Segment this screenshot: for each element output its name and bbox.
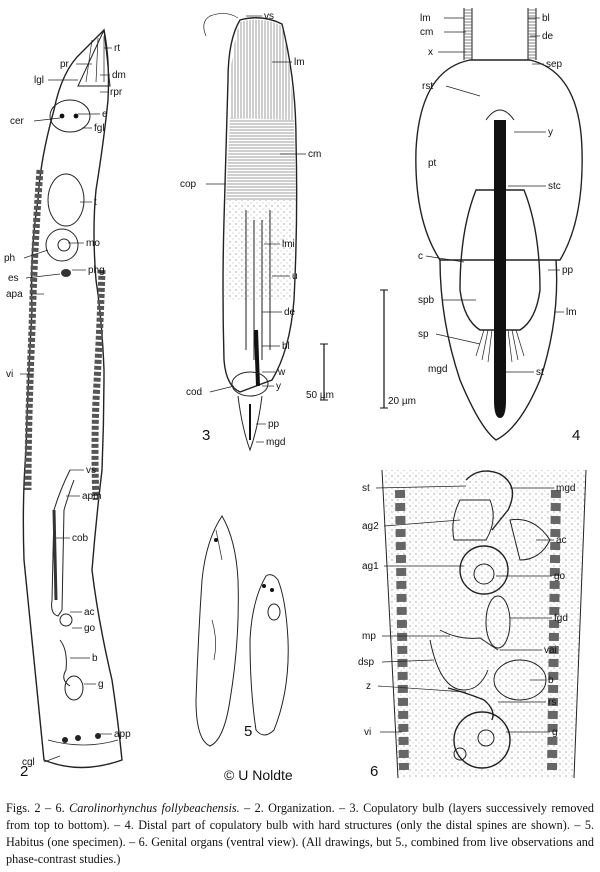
fig4-number: 4: [572, 427, 580, 444]
label-z: z: [366, 681, 371, 692]
fig6-number: 6: [370, 763, 378, 780]
fig3-scale-label: 50 µm: [306, 390, 334, 401]
label-es: es: [8, 273, 19, 284]
label-g: g: [552, 727, 558, 738]
label-mgd: mgd: [266, 437, 285, 448]
caption-text: – 2. Organization. – 3. Copulatory bulb …: [6, 801, 595, 866]
label-bl: bl: [542, 13, 550, 24]
fig4-labels: lm bl cm de x sep rst y pt stc c pp spb …: [380, 13, 580, 444]
label-rs: rs: [548, 697, 556, 708]
label-de: de: [542, 31, 554, 42]
label-mo: mo: [86, 238, 100, 249]
label-vi: vi: [364, 727, 371, 738]
label-mgd: mgd: [556, 483, 575, 494]
label-st: st: [536, 367, 544, 378]
caption-lead: Figs. 2 – 6.: [6, 801, 65, 815]
label-ph: ph: [4, 253, 15, 264]
label-rt: rt: [114, 43, 120, 54]
label-u: u: [292, 271, 298, 282]
label-cob: cob: [72, 533, 89, 544]
fig2-labels: rt pr dm lgl rpr cer e fgl t mo ph phg e…: [4, 43, 131, 780]
label-app: app: [114, 729, 131, 740]
label-cm: cm: [420, 27, 433, 38]
label-sep: sep: [546, 59, 563, 70]
label-vs: vs: [86, 465, 96, 476]
label-fgd: fgd: [554, 613, 568, 624]
label-lgl: lgl: [34, 75, 44, 86]
fig2-drawing: [22, 28, 123, 769]
fig4-scale-label: 20 µm: [388, 396, 416, 407]
label-b: b: [548, 675, 554, 686]
fig5-drawing: [195, 515, 289, 747]
label-y: y: [548, 127, 553, 138]
label-ag2: ag2: [362, 521, 379, 532]
label-g: g: [98, 679, 104, 690]
fig6-labels: st mgd ag2 ac ag1 go fgd mp vai dsp b z …: [358, 483, 575, 780]
label-pp: pp: [562, 265, 574, 276]
label-go: go: [554, 571, 566, 582]
fig3-drawing: [203, 13, 298, 452]
figure-caption: Figs. 2 – 6. Carolinorhynchus follybeach…: [6, 800, 594, 868]
copyright-credit: © U Noldte: [224, 767, 293, 783]
label-spb: spb: [418, 295, 435, 306]
label-cer: cer: [10, 116, 25, 127]
label-vai: vai: [544, 645, 557, 656]
label-t: t: [94, 197, 97, 208]
label-cod: cod: [186, 387, 202, 398]
label-apm: apm: [82, 491, 101, 502]
label-st: st: [362, 483, 370, 494]
label-go: go: [84, 623, 96, 634]
label-de: de: [284, 307, 296, 318]
label-pt: pt: [428, 158, 437, 169]
label-b: b: [92, 653, 98, 664]
label-cm: cm: [308, 149, 321, 160]
label-bl: bl: [282, 341, 290, 352]
label-cop: cop: [180, 179, 197, 190]
label-lm-outer: lm: [566, 307, 577, 318]
label-ac: ac: [556, 535, 567, 546]
label-ag1: ag1: [362, 561, 379, 572]
label-lm: lm: [294, 57, 305, 68]
label-e: e: [102, 109, 108, 120]
label-lmi: lmi: [282, 239, 295, 250]
fig2-number: 2: [20, 763, 28, 780]
label-apa: apa: [6, 289, 23, 300]
label-phg: phg: [88, 265, 105, 276]
label-sp: sp: [418, 329, 429, 340]
label-dsp: dsp: [358, 657, 375, 668]
fig3-number: 3: [202, 427, 210, 444]
label-rst: rst: [422, 81, 433, 92]
fig5-number: 5: [244, 723, 252, 740]
label-vi: vi: [6, 369, 13, 380]
label-mp: mp: [362, 631, 376, 642]
label-cgl: cgl: [22, 757, 35, 768]
label-pp: pp: [268, 419, 280, 430]
label-ac: ac: [84, 607, 95, 618]
fig4-drawing: [415, 8, 583, 441]
figure-plate: rt pr dm lgl rpr cer e fgl t mo ph phg e…: [4, 8, 587, 783]
label-c: c: [418, 251, 423, 262]
fig3-labels: vs lm cm cop lmi u de bl w cod y pp mgd …: [180, 11, 334, 448]
label-stc: stc: [548, 181, 561, 192]
label-w: w: [277, 367, 286, 378]
label-fgl: fgl: [94, 123, 105, 134]
label-y: y: [276, 381, 281, 392]
label-dm: dm: [112, 70, 126, 81]
label-pr: pr: [60, 59, 70, 70]
caption-species: Carolinorhynchus follybeachensis.: [69, 801, 240, 815]
fig6-drawing: [381, 469, 587, 779]
label-rpr: rpr: [110, 87, 123, 98]
label-vs: vs: [264, 11, 274, 22]
label-x: x: [428, 47, 433, 58]
label-lm: lm: [420, 13, 431, 24]
label-mgd: mgd: [428, 364, 447, 375]
